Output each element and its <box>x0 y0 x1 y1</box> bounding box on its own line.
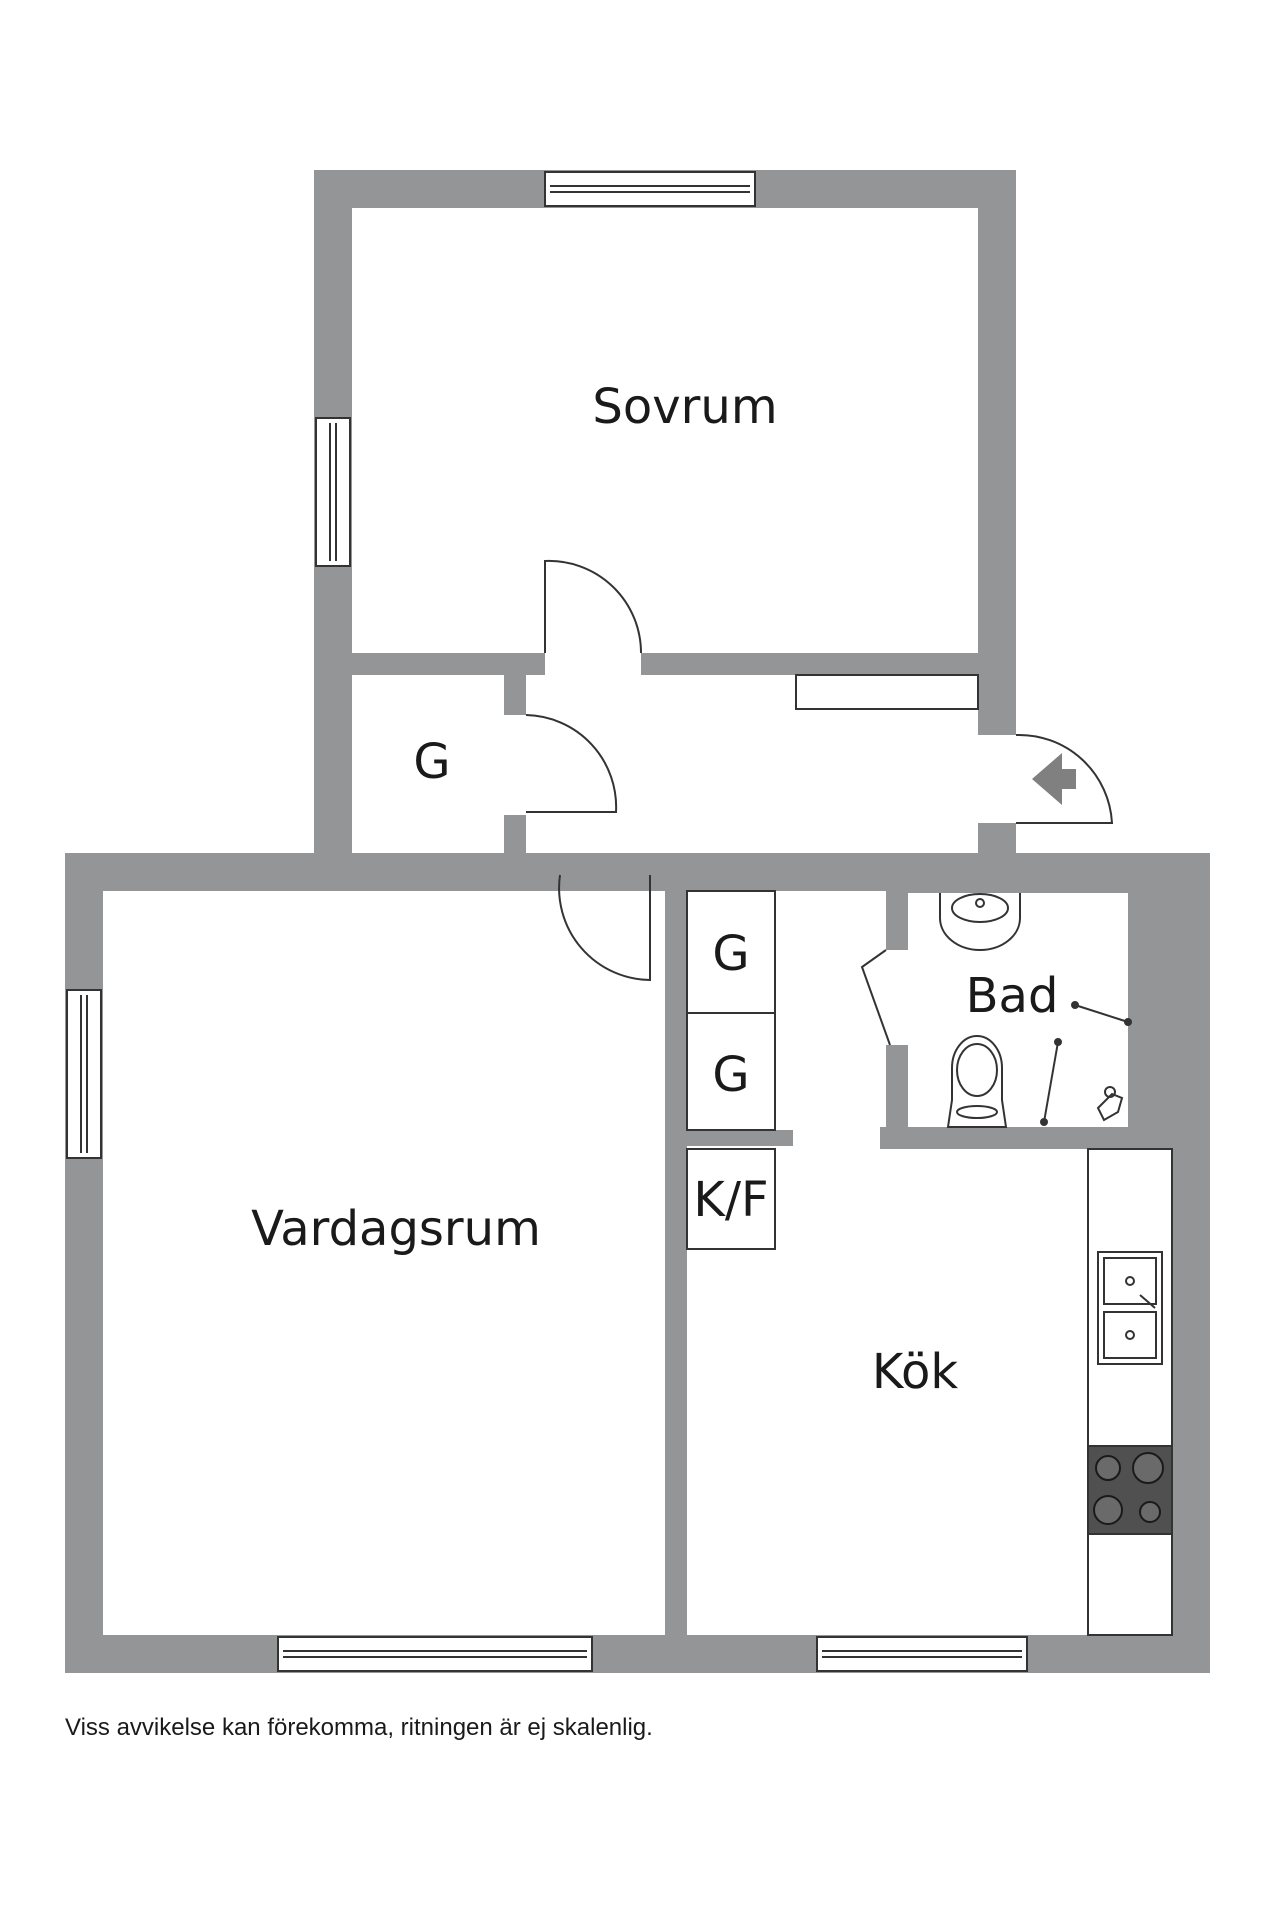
wall <box>665 875 687 1645</box>
entrance-arrow-icon <box>1032 753 1076 805</box>
toilet-icon <box>946 1035 1008 1128</box>
window <box>315 417 351 567</box>
wall <box>905 875 1172 893</box>
doors <box>525 559 1114 1046</box>
sink-drain-icon <box>1125 1276 1135 1286</box>
kitchen-counter <box>1087 1148 1173 1636</box>
fridge-freezer-box <box>686 1148 776 1250</box>
window <box>816 1636 1028 1672</box>
wall <box>65 1635 1210 1673</box>
room-label-g-2: G <box>712 1047 749 1103</box>
wall <box>352 653 545 675</box>
sink-drain-icon <box>1125 1330 1135 1340</box>
room-label-sovrum: Sovrum <box>592 379 777 435</box>
sink <box>1097 1251 1163 1365</box>
shower-rail <box>1074 1004 1129 1023</box>
wall <box>978 823 1016 853</box>
room-label-kf: K/F <box>693 1172 768 1228</box>
bathroom-fixtures <box>939 893 1132 1128</box>
window <box>277 1636 593 1672</box>
washbasin-drain-icon <box>975 898 985 908</box>
washbasin-bowl <box>951 893 1009 923</box>
stove-burner-icon <box>1139 1501 1161 1523</box>
floor-areas <box>103 208 1172 1635</box>
stove-burner-icon <box>1132 1452 1164 1484</box>
floor-sovrum <box>352 208 978 653</box>
door-entry <box>1015 733 1114 824</box>
washbasin-icon <box>939 893 1021 951</box>
door-bad <box>860 949 891 1046</box>
wall <box>504 675 526 715</box>
shower-rail <box>1043 1041 1059 1123</box>
room-label-bad: Bad <box>966 968 1059 1024</box>
closet-box <box>686 1012 776 1131</box>
wall <box>1172 853 1210 1673</box>
room-label-vardagsrum: Vardagsrum <box>251 1201 541 1257</box>
door-g-hall <box>525 714 618 813</box>
wall <box>641 653 978 675</box>
door-sovrum <box>544 559 643 654</box>
disclaimer-text: Viss avvikelse kan förekomma, ritningen … <box>65 1714 653 1741</box>
floor-kok <box>687 1149 1172 1635</box>
stove-burner-icon <box>1095 1455 1121 1481</box>
stove-burner-icon <box>1093 1495 1123 1525</box>
floor-g-hall <box>352 675 504 853</box>
wall <box>880 1127 1172 1149</box>
wardrobe-hall <box>795 674 979 710</box>
wall <box>665 875 793 891</box>
room-label-g-1: G <box>712 926 749 982</box>
wall <box>665 1130 793 1146</box>
wall <box>1128 875 1172 1145</box>
closets <box>686 890 776 1250</box>
wall <box>978 170 1016 735</box>
faucet <box>1139 1294 1156 1309</box>
sink-basin <box>1103 1311 1157 1359</box>
window <box>66 989 102 1159</box>
toilet-bowl <box>956 1043 998 1097</box>
windows <box>66 171 1028 1672</box>
wall <box>886 875 908 950</box>
sink-basin <box>1103 1257 1157 1305</box>
door-vardagsrum <box>558 874 651 982</box>
floor-vardagsrum <box>103 891 665 1635</box>
floor-kf <box>687 1146 775 1149</box>
wall <box>65 853 103 1673</box>
floor-closets <box>687 891 775 1130</box>
wall <box>886 1045 908 1145</box>
counter <box>1087 1148 1173 1636</box>
toilet-flush <box>956 1105 998 1119</box>
room-label-kok: Kök <box>872 1344 958 1400</box>
room-label-g-hall: G <box>413 734 450 790</box>
window <box>544 171 756 207</box>
